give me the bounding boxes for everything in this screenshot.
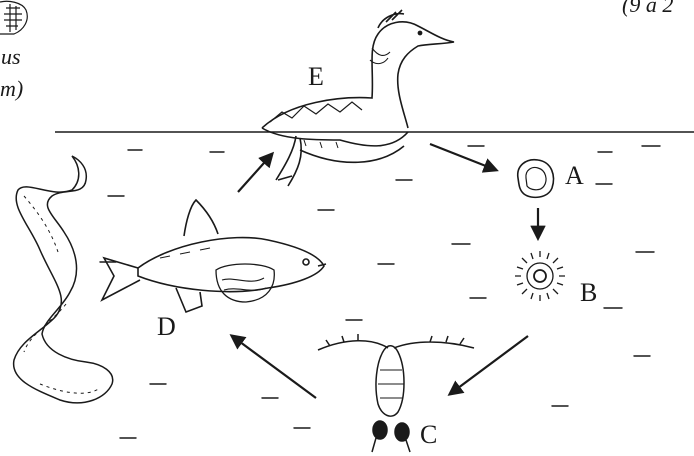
stage-label-a: A [565, 163, 584, 189]
tapeworm-icon [14, 156, 113, 403]
corner-text-left-1: us [1, 46, 21, 68]
cycle-arrows [232, 144, 538, 398]
stage-label-c: C [420, 422, 437, 448]
egg-icon [518, 160, 554, 198]
arrow-e-to-a [430, 144, 496, 170]
fish-with-worm-icon [102, 200, 326, 312]
coracidium-larva-icon [515, 251, 565, 301]
stage-label-b: B [580, 280, 597, 306]
corner-text-left-2: m) [0, 78, 23, 100]
stage-label-e: E [308, 64, 324, 90]
stage-label-d: D [157, 314, 176, 340]
grebe-bird-icon [262, 10, 454, 186]
corner-text-top-right: (9 à 2 [622, 0, 673, 16]
partial-figure-icon [0, 1, 27, 34]
arrow-d-to-e [238, 154, 272, 192]
arrow-c-to-d [232, 336, 316, 398]
